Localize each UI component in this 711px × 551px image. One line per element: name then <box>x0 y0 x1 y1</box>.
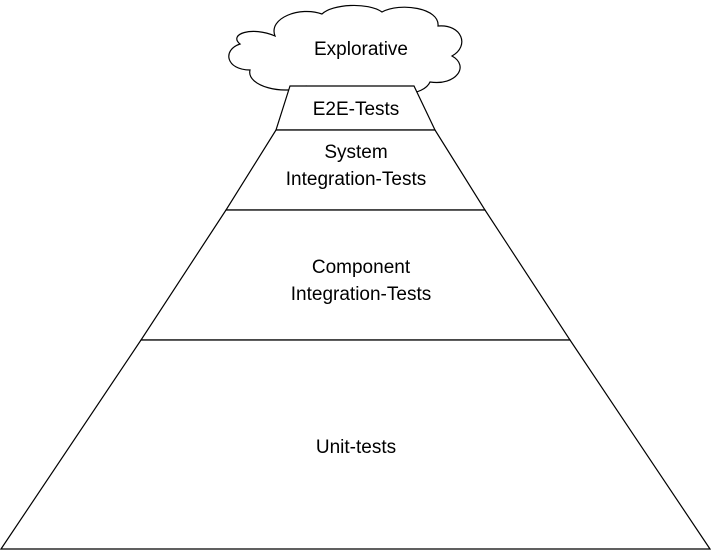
pyramid <box>0 85 711 550</box>
layer-unit-tests <box>0 339 711 550</box>
explorative-cloud: Explorative <box>228 4 463 96</box>
cloud-shape <box>228 4 463 96</box>
component-integration-label-line-1: Component <box>312 257 411 278</box>
system-integration-label-line-2: Integration-Tests <box>286 169 426 190</box>
system-integration-label-line-1: System <box>324 142 387 163</box>
unit-tests-label: Unit-tests <box>316 437 396 458</box>
e2e-tests-label: E2E-Tests <box>313 99 400 120</box>
component-integration-label-line-2: Integration-Tests <box>291 284 431 305</box>
layer-labels: E2E-Tests System Integration-Tests Compo… <box>286 99 431 458</box>
explorative-label: Explorative <box>314 39 408 60</box>
